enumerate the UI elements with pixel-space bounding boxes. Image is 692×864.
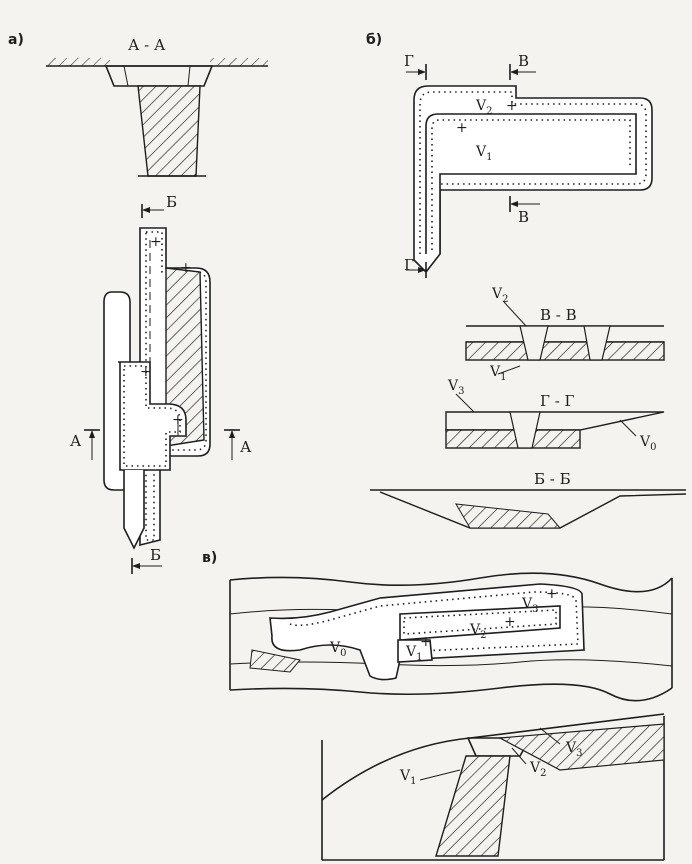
plan-small-pocket [397, 639, 433, 663]
section-title-g-g: Г - Г [540, 392, 575, 410]
v3-label-gg: V3 [447, 378, 465, 397]
marker-g-top: Г [404, 52, 427, 80]
ground-hatch-right [210, 58, 268, 66]
section-marker-a-left: А [70, 429, 100, 460]
section-marker-b-top: Б [141, 193, 177, 218]
v1-label-plan: V1 [405, 644, 423, 663]
v3-label-plan: V3 [521, 596, 539, 615]
ground-hatch-left [46, 58, 110, 66]
marker-b-bottom-label: Б [150, 546, 161, 564]
inner-dots-b [431, 119, 631, 250]
coating-dots [145, 231, 207, 541]
v1-label-vv: V1 [489, 364, 507, 383]
plan-top-edge [229, 572, 673, 593]
outer-dots-b [419, 91, 647, 254]
hatched-core [165, 267, 205, 447]
top-wedge [104, 65, 214, 87]
v0-label-gg: V0 [639, 434, 657, 453]
v0-label-plan: V0 [329, 640, 347, 659]
inner-pocket-dots [123, 365, 181, 467]
v3-label-bottom: V3 [565, 740, 583, 759]
marker-b-top-label: Б [166, 193, 177, 211]
v2-label-b: V2 [475, 98, 493, 117]
plus-4: + [172, 412, 184, 428]
marker-v-bottom: В [509, 196, 540, 226]
v1-label-bottom: V1 [399, 768, 417, 787]
tip [123, 470, 145, 550]
section-marker-a-right: А [224, 429, 252, 460]
section-g-g: V3 Г - Г V0 [445, 378, 665, 453]
plus-v-2: + [504, 614, 516, 630]
section-a-a: А - А [46, 36, 268, 177]
wedge-divider-1 [123, 65, 129, 87]
plan-layer-2 [229, 659, 673, 667]
plan-bottom-edge [229, 683, 673, 702]
panel-label-b: б) [366, 32, 382, 48]
elongated-body: + + + + [103, 227, 211, 550]
section-title-b-b: Б - Б [534, 470, 571, 488]
wedge-divider-2 [187, 65, 191, 87]
marker-g-bottom-label: Г [404, 256, 414, 274]
v2-label-bottom: V2 [529, 760, 547, 779]
section-b-b: Б - Б [370, 470, 687, 529]
marker-g-bottom: Г [404, 256, 427, 278]
plus-2: + [180, 260, 192, 276]
plan-inner-dots [403, 609, 557, 635]
v2-label-vv: V2 [491, 286, 509, 305]
plus-b-1: + [506, 98, 518, 114]
panel-label-a: а) [8, 32, 24, 48]
section-title-v-v: В - В [540, 306, 577, 324]
section-v-v: В - В V2 V1 [465, 286, 665, 383]
marker-v-top-label: В [518, 52, 529, 70]
inner-pocket [118, 361, 187, 471]
plus-1: + [150, 234, 162, 250]
bottom-section: V3 V2 V1 [321, 713, 665, 861]
plus-3: + [140, 364, 152, 380]
plan-view: V3 + V2 + V1 + V0 [229, 572, 673, 702]
panel-a: а) А - А Б [8, 32, 268, 574]
hatched-stem-a [137, 85, 201, 177]
plus-v-3: + [420, 634, 432, 650]
v2-label-plan: V2 [469, 622, 487, 641]
section-marker-b-bottom: Б [131, 546, 162, 574]
marker-a-right-label: А [240, 438, 252, 456]
inner-coating-b [425, 113, 637, 254]
marker-a-left-label: А [70, 432, 82, 450]
panel-b: б) Г В V2 + V1 + В [366, 32, 687, 529]
marker-g-top-label: Г [404, 52, 414, 70]
plan-inner-channel [399, 605, 561, 641]
plus-b-2: + [456, 120, 468, 136]
panel-v: в) V3 + V2 + V1 + V0 [202, 550, 673, 861]
panel-label-v: в) [202, 550, 217, 566]
section-title-a-a: А - А [128, 36, 166, 54]
bottom-surface [321, 713, 665, 801]
plus-v-1: + [546, 586, 558, 602]
marker-v-bottom-label: В [518, 208, 529, 226]
marker-v-top: В [509, 52, 536, 80]
v1-label-b: V1 [475, 144, 493, 163]
l-shaped-body: V2 + V1 + [413, 85, 653, 274]
bottom-hatched-stem [435, 755, 511, 857]
